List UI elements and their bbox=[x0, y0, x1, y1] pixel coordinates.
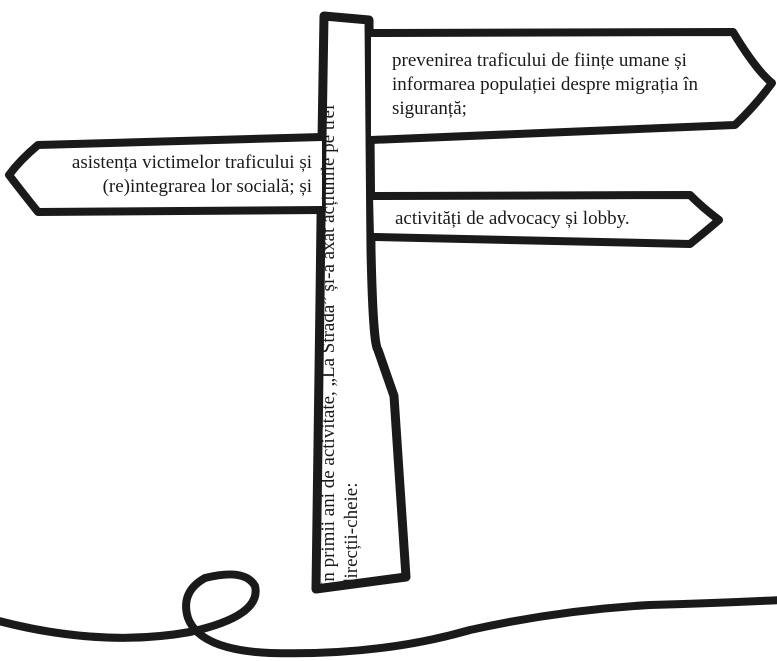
sign-right-top-text: prevenirea traficului de ființe umane și… bbox=[392, 50, 698, 119]
post-text: În primii ani de activitate, „La Strada”… bbox=[318, 104, 362, 588]
signpost-post bbox=[311, 11, 411, 594]
sign-left-text: asistența victimelor traficului și (re)i… bbox=[71, 152, 312, 197]
sign-right-top bbox=[367, 28, 776, 144]
sign-right-bottom bbox=[369, 191, 723, 248]
ground-swirl-line bbox=[0, 570, 777, 658]
sign-left bbox=[5, 133, 326, 216]
sign-right-bottom-text: activități de advocacy și lobby. bbox=[395, 208, 630, 229]
